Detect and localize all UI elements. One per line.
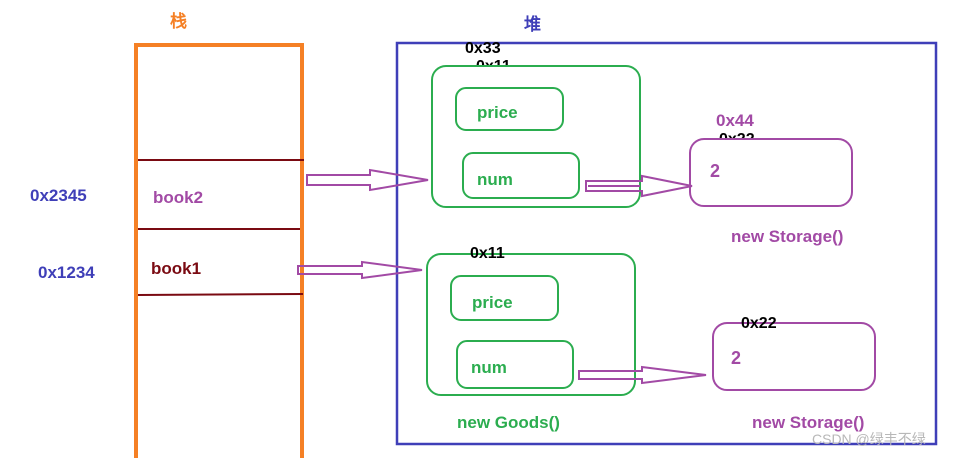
arrow-book1-to-goods-bottom [297,260,423,280]
field-price-label-bottom: price [472,293,513,312]
field-num-label-bottom: num [471,358,507,377]
arrow-num-top-to-storage-top [585,174,693,198]
stack-title: 栈 [170,11,187,31]
storage-address-bottom: 0x22 [741,315,777,332]
storage-caption-bottom: new Storage() [752,413,864,432]
heap-title: 堆 [524,14,541,34]
storage-value-bottom: 2 [731,348,741,368]
stack-variable-book1: book1 [151,259,201,278]
storage-object-bottom [712,322,876,391]
goods-caption: new Goods() [457,413,560,432]
goods-object-bottom [426,253,636,396]
goods-address-bottom: 0x11 [470,245,505,262]
arrow-num-bottom-to-storage-bottom [578,365,707,385]
field-num-bottom [456,340,574,389]
arrow-book2-to-goods-top [306,168,429,192]
field-num-top [462,152,580,199]
stack-frame [134,43,304,458]
stack-address-book1: 0x1234 [38,263,95,282]
storage-address-top: 0x44 [716,111,754,130]
stack-address-book2: 0x2345 [30,186,87,205]
storage-value-top: 2 [710,161,720,181]
field-num-label-top: num [477,170,513,189]
stack-divider [137,293,304,296]
goods-address-top: 0x33 [465,40,501,57]
storage-object-top [689,138,853,207]
field-price-top [455,87,564,131]
watermark: CSDN @绿丰不绿 [812,431,926,447]
storage-caption-top: new Storage() [731,227,843,246]
stack-variable-book2: book2 [153,188,203,207]
goods-object-top [431,65,641,208]
field-price-bottom [450,275,559,321]
heap-frame [395,41,938,446]
field-price-label-top: price [477,103,518,122]
